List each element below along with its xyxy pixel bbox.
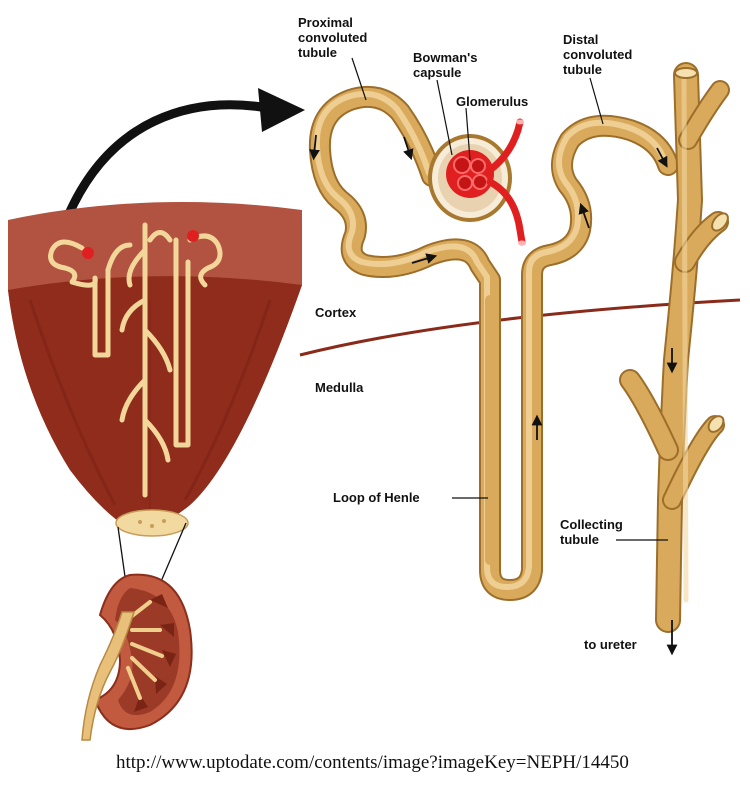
zoom-arrow bbox=[63, 100, 273, 221]
label-distal-convoluted-tubule: Distal convoluted tubule bbox=[563, 32, 633, 77]
nephron-tubule bbox=[308, 86, 679, 601]
glomerulus bbox=[446, 118, 526, 246]
kidney bbox=[81, 573, 193, 741]
label-glomerulus: Glomerulus bbox=[456, 94, 529, 109]
source-url: http://www.uptodate.com/contents/image?i… bbox=[116, 752, 629, 773]
label-medulla: Medulla bbox=[315, 380, 364, 395]
renal-pyramid bbox=[8, 202, 302, 537]
arrow-icon bbox=[309, 134, 678, 656]
label-loop-of-henle: Loop of Henle bbox=[333, 490, 420, 505]
label-proximal-convoluted-tubule: Proximal convoluted tubule bbox=[298, 15, 368, 60]
label-cortex: Cortex bbox=[315, 305, 357, 320]
label-bowmans-capsule: Bowman's capsule bbox=[413, 50, 478, 80]
zoom-arrow-head bbox=[258, 88, 305, 132]
label-to-ureter: to ureter bbox=[584, 637, 637, 652]
label-collecting-tubule: Collecting tubule bbox=[560, 517, 623, 547]
